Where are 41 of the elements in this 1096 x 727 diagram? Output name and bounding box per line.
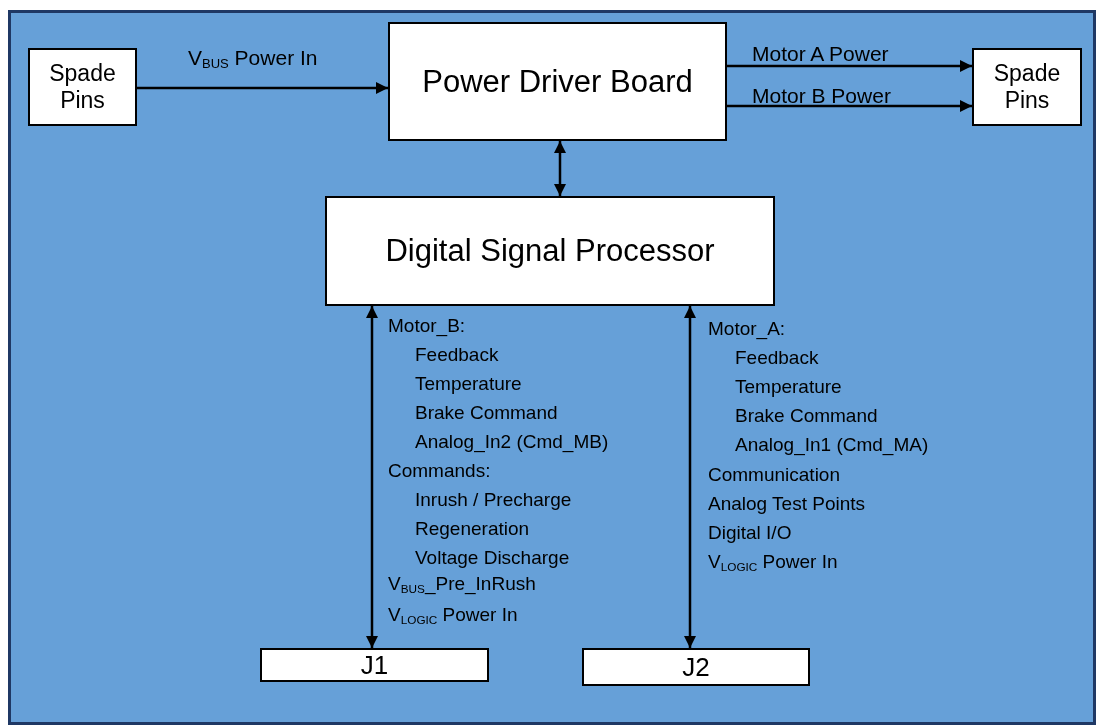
signal-label: Analog_In1 (Cmd_MA) bbox=[735, 435, 929, 456]
block-box bbox=[28, 48, 137, 126]
block-box bbox=[972, 48, 1082, 126]
arrow bbox=[137, 82, 388, 94]
block-label: Digital Signal Processor bbox=[385, 233, 715, 269]
signal-label: Communication bbox=[708, 465, 840, 486]
arrow bbox=[684, 306, 696, 648]
signal-label: Analog_In2 (Cmd_MB) bbox=[415, 432, 609, 453]
edge-label: Motor A Power bbox=[752, 42, 889, 66]
block-label: J1 bbox=[360, 649, 389, 681]
signal-label: Commands: bbox=[388, 461, 491, 482]
edge-label: Motor B Power bbox=[752, 84, 891, 108]
arrow bbox=[554, 141, 566, 196]
signal-label: Temperature bbox=[415, 374, 522, 395]
block-box bbox=[260, 648, 489, 682]
arrow bbox=[727, 60, 972, 72]
signal-label: V$_{LOGIC}$ Power In bbox=[708, 552, 838, 574]
block-box bbox=[325, 196, 775, 306]
signal-label: Motor_B: bbox=[388, 316, 466, 337]
block-label: Power Driver Board bbox=[422, 63, 693, 100]
signal-label: V$_{LOGIC}$ Power In bbox=[388, 605, 518, 627]
block-box bbox=[388, 22, 727, 141]
signal-label: Feedback bbox=[415, 345, 499, 366]
signal-label: Voltage Discharge bbox=[415, 548, 570, 569]
block-label: J2 bbox=[682, 651, 710, 683]
signal-label: Inrush / Precharge bbox=[415, 490, 572, 511]
signal-label: Feedback bbox=[735, 348, 819, 369]
signal-label: Brake Command bbox=[415, 403, 558, 424]
block-box bbox=[582, 648, 810, 686]
edge-label: V$_{BUS}$ Power In bbox=[188, 46, 318, 72]
block-label: Spade Pins bbox=[992, 60, 1062, 114]
signal-label: Motor_A: bbox=[708, 319, 786, 340]
arrow bbox=[366, 306, 378, 648]
block-label: Spade Pins bbox=[48, 60, 117, 114]
signal-label: Analog Test Points bbox=[708, 494, 866, 515]
signal-label: Temperature bbox=[735, 377, 842, 398]
arrow bbox=[727, 100, 972, 112]
signal-label: Regeneration bbox=[415, 519, 530, 540]
signal-label: Digital I/O bbox=[708, 523, 792, 544]
signal-label: V$_{BUS}$_Pre_InRush bbox=[388, 574, 536, 596]
signal-label: Brake Command bbox=[735, 406, 878, 427]
